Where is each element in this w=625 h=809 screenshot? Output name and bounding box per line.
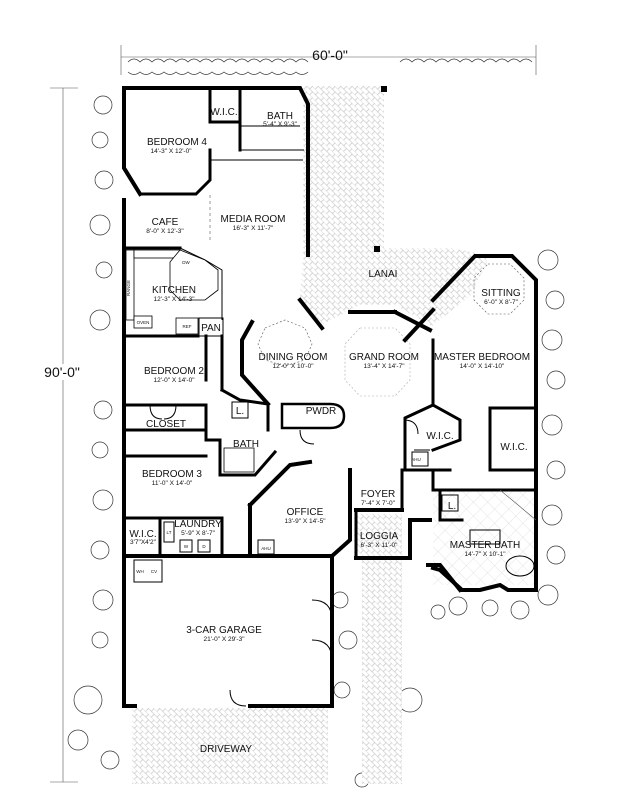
width-label: 60'-0" <box>312 47 348 63</box>
garage-name: 3-CAR GARAGE <box>186 625 262 636</box>
room-labels: W.I.C. BATH 5'-4" X 9'-3" BEDROOM 4 14'-… <box>129 107 530 755</box>
wic-master2-name: W.I.C. <box>500 442 527 453</box>
driveway-name: DRIVEWAY <box>200 744 253 755</box>
grand-room-size: 13'-4" X 14'-7" <box>363 363 405 370</box>
master-bedroom-size: 14'-0" X 14'-10" <box>460 363 505 370</box>
master-bath-size: 14'-7" X 10'-1" <box>464 551 506 558</box>
cafe-name: CAFE <box>152 217 179 228</box>
office-size: 13'-9" X 14'-5" <box>284 518 326 525</box>
bath-top-size: 5'-4" X 9'-3" <box>263 121 298 128</box>
ahu-label-master: AHU <box>411 457 421 462</box>
pantry-name: PAN <box>201 323 221 334</box>
oven-label: OVEN <box>137 320 150 325</box>
master-bedroom-name: MASTER BEDROOM <box>434 352 530 363</box>
wic-small-name: W.I.C. <box>129 529 156 540</box>
dishwasher-label: DW <box>182 260 190 265</box>
washer-label: W <box>184 544 189 549</box>
foyer-size: 7'-4" X 7'-0" <box>361 500 396 507</box>
master-bath-name: MASTER BATH <box>450 540 520 551</box>
depth-dimension: 90'-0" <box>40 87 86 783</box>
wic-master1-name: W.I.C. <box>426 431 453 442</box>
cafe-size: 8'-0" X 12'-3" <box>146 228 184 235</box>
bedroom2-name: BEDROOM 2 <box>144 366 204 377</box>
grand-room-name: GRAND ROOM <box>349 352 419 363</box>
interior-walls <box>121 86 538 707</box>
closet-name: CLOSET <box>146 419 186 430</box>
media-room-name: MEDIA ROOM <box>220 214 285 225</box>
media-room-size: 16'-3" X 11'-7" <box>233 225 274 232</box>
bath-top-name: BATH <box>267 111 293 122</box>
fixture-labels: RANGE DW REF OVEN AHU AHU WH CV LT W D <box>126 260 421 574</box>
bedroom4-name: BEDROOM 4 <box>147 137 207 148</box>
loggia-name: LOGGIA <box>360 531 399 542</box>
dining-room-name: DINING ROOM <box>259 352 328 363</box>
wic-top-name: W.I.C. <box>210 107 237 118</box>
linen-master-name: L. <box>448 501 456 512</box>
width-dimension: 60'-0" <box>120 45 537 75</box>
water-heater-label: WH <box>136 569 144 574</box>
ahu-label-office: AHU <box>261 546 271 551</box>
landscaping <box>67 58 566 788</box>
sitting-size: 6'-0" X 8'-7" <box>484 299 519 306</box>
lanai-name: LANAI <box>369 269 398 280</box>
paving <box>132 86 536 784</box>
loggia-size: 6'-3" X 11'-0" <box>361 542 399 549</box>
kitchen-size: 12'-3" X 14'-3" <box>153 296 195 303</box>
laundry-size: 5'-9" X 8'-7" <box>181 530 216 537</box>
bedroom3-name: BEDROOM 3 <box>142 469 202 480</box>
depth-label: 90'-0" <box>44 364 80 380</box>
exterior-walls <box>122 86 538 708</box>
bedroom3-size: 11'-0" X 14'-0" <box>152 480 193 487</box>
dryer-label: D <box>202 544 206 549</box>
laundry-tub-label: LT <box>167 530 172 535</box>
linen-name: L. <box>236 406 244 417</box>
bedroom4-size: 14'-3" X 12'-0" <box>150 148 192 155</box>
sitting-name: SITTING <box>481 288 521 299</box>
wic-small-size: 3'7"X4'2" <box>130 539 157 546</box>
office-name: OFFICE <box>287 507 324 518</box>
bedroom2-size: 12'-0" X 14'-0" <box>153 377 195 384</box>
central-vac-label: CV <box>151 569 157 574</box>
range-label: RANGE <box>126 280 131 296</box>
foyer-name: FOYER <box>361 489 395 500</box>
refrigerator-label: REF <box>183 324 192 329</box>
kitchen-name: KITCHEN <box>152 285 196 296</box>
bath-mid-name: BATH <box>233 439 259 450</box>
pwdr-name: PWDR <box>306 406 337 417</box>
laundry-name: LAUNDRY <box>174 519 222 530</box>
garage-size: 21'-0" X 29'-3" <box>203 636 245 643</box>
dining-room-size: 12'-0" X 10'-0" <box>272 363 314 370</box>
